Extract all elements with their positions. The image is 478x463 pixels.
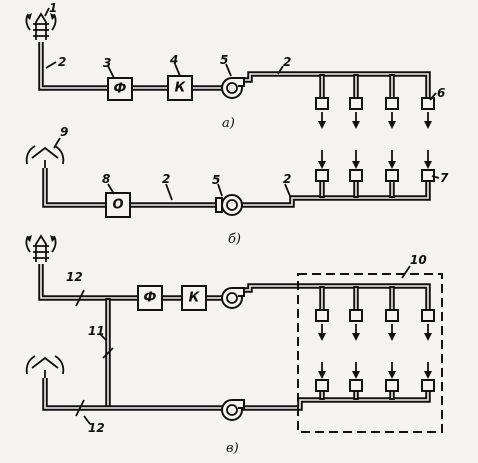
damper-12-top bbox=[75, 289, 85, 307]
heater-box-a bbox=[167, 75, 193, 101]
diagram-b: О 9 8 2 5 2 7 б) bbox=[25, 125, 449, 247]
exhaust-grilles-c bbox=[315, 362, 435, 392]
callout-6: 6 bbox=[437, 86, 445, 100]
exhaust-grilles-b bbox=[315, 150, 435, 182]
filter-box-c bbox=[137, 285, 163, 311]
fan-icon bbox=[221, 77, 245, 99]
o-unit-box bbox=[105, 192, 131, 218]
filter-label: Ф bbox=[114, 82, 127, 97]
callout-12-bottom: 12 bbox=[88, 421, 105, 435]
callout-2-b1: 2 bbox=[162, 172, 170, 186]
heater-label-c: К bbox=[189, 291, 201, 306]
callout-2-b2: 2 bbox=[283, 172, 291, 186]
callout-12-top: 12 bbox=[66, 270, 83, 284]
callout-4: 4 bbox=[169, 53, 178, 67]
callout-7: 7 bbox=[440, 171, 449, 185]
exhaust-hood-icon bbox=[25, 355, 65, 380]
air-intake-tower-icon bbox=[25, 234, 57, 262]
fan-icon bbox=[221, 399, 245, 421]
heater-box-c bbox=[181, 285, 207, 311]
filter-label-c: Ф bbox=[144, 291, 157, 306]
subfigure-label-b: б) bbox=[228, 232, 241, 247]
damper-12-bottom bbox=[75, 399, 85, 417]
callout-10: 10 bbox=[410, 253, 427, 267]
fan-icon bbox=[215, 194, 243, 216]
callout-1: 1 bbox=[49, 1, 57, 15]
callout-5-b: 5 bbox=[212, 173, 220, 187]
callout-8: 8 bbox=[102, 172, 110, 186]
damper-11 bbox=[102, 347, 114, 359]
callout-5-a: 5 bbox=[220, 53, 228, 67]
subfigure-label-a: а) bbox=[222, 116, 235, 131]
diagram-a: Ф К 1 2 3 4 5 2 6 а) bbox=[25, 1, 445, 131]
fan-icon bbox=[221, 287, 245, 309]
supply-diffusers-c bbox=[315, 309, 435, 341]
diagram-c: Ф К bbox=[25, 234, 443, 456]
callout-2-a2: 2 bbox=[283, 55, 291, 69]
room-boundary bbox=[297, 273, 443, 433]
heater-label: К bbox=[175, 81, 187, 96]
subfigure-label-c: в) bbox=[226, 441, 239, 456]
callout-9: 9 bbox=[60, 125, 68, 139]
callout-3: 3 bbox=[103, 56, 111, 70]
air-intake-tower-icon bbox=[25, 12, 57, 40]
supply-diffusers-a bbox=[315, 97, 435, 129]
filter-box-a bbox=[107, 77, 133, 101]
callout-2-a1: 2 bbox=[58, 55, 66, 69]
o-unit-label: О bbox=[112, 198, 123, 213]
